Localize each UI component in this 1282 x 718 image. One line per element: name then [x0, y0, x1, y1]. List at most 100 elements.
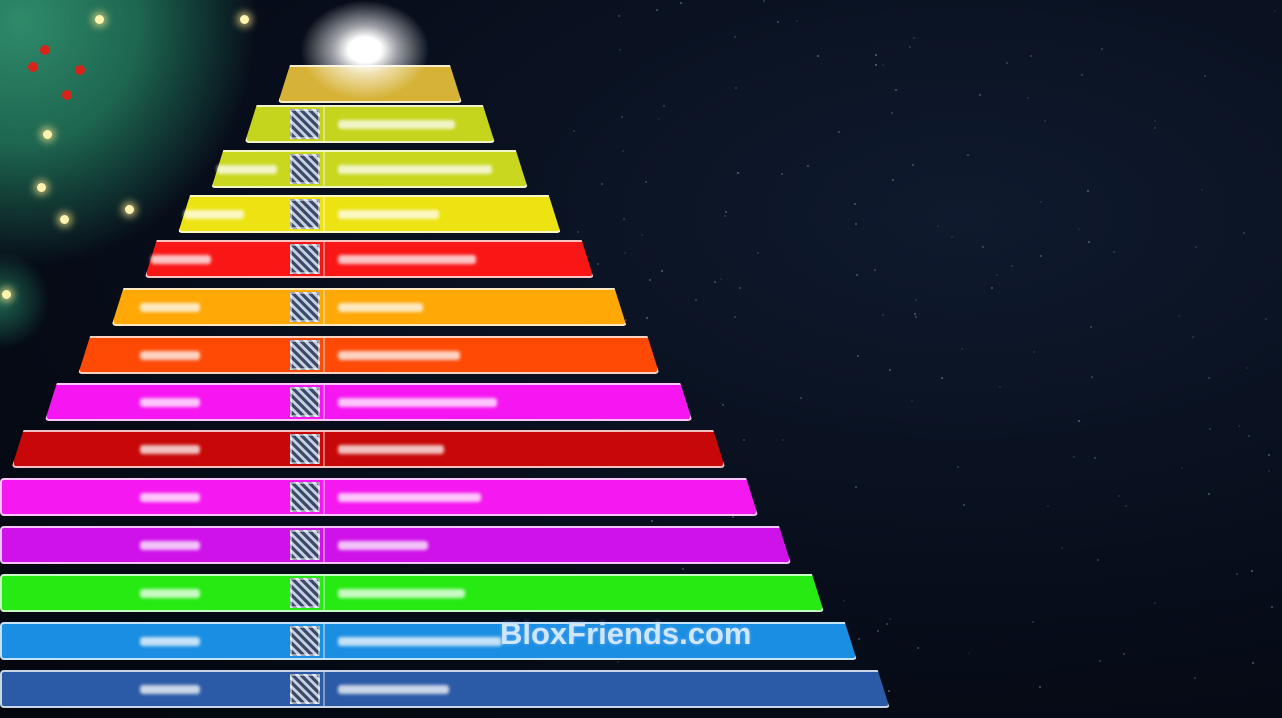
star-dot	[739, 287, 742, 290]
tier-item-icon	[289, 199, 320, 229]
tier-divider	[322, 152, 325, 186]
star-dot	[1203, 74, 1206, 77]
star-dot	[978, 94, 981, 97]
tier-item-icon	[290, 530, 320, 560]
star-dot	[1077, 420, 1080, 423]
star-dot	[1208, 427, 1211, 430]
star-dot	[1153, 602, 1156, 605]
star-dot	[967, 153, 970, 156]
star-dot	[734, 316, 737, 319]
star-dot	[625, 319, 628, 322]
tier-description-illegible	[338, 541, 428, 550]
tier-divider	[322, 338, 325, 372]
tier-item-icon	[290, 626, 320, 656]
star-dot	[657, 117, 660, 120]
star-dot	[1153, 120, 1156, 123]
star-dot	[713, 280, 716, 283]
tier-row	[0, 670, 890, 708]
star-dot	[719, 278, 722, 281]
star-dot	[616, 661, 619, 664]
tier-label-illegible	[140, 541, 200, 550]
fairy-light	[240, 15, 249, 24]
star-dot	[1061, 546, 1064, 549]
star-dot	[940, 377, 943, 380]
star-dot	[1040, 255, 1043, 258]
star-dot	[982, 246, 985, 249]
star-dot	[1124, 505, 1127, 508]
tier-description-illegible	[337, 255, 476, 264]
star-dot	[640, 234, 643, 237]
star-dot	[1236, 573, 1239, 576]
tier-label-illegible	[139, 398, 200, 407]
star-dot	[892, 179, 895, 182]
star-dot	[623, 251, 626, 254]
star-dot	[1238, 425, 1241, 428]
tier-item-icon	[289, 434, 320, 464]
tier-label-illegible	[140, 637, 200, 646]
star-dot	[856, 273, 859, 276]
star-dot	[572, 130, 575, 133]
star-dot	[991, 286, 994, 289]
star-dot	[655, 9, 658, 12]
star-dot	[619, 48, 622, 51]
tier-label-illegible	[140, 685, 200, 694]
tier-item-icon	[290, 482, 320, 512]
star-dot	[1195, 245, 1198, 248]
star-dot	[1200, 188, 1203, 191]
watermark: BloxFriends.com	[500, 616, 752, 651]
tier-divider	[323, 480, 325, 514]
star-dot	[890, 111, 893, 114]
star-dot	[887, 690, 890, 693]
tier-divider	[323, 290, 325, 324]
tier-label-illegible	[139, 445, 200, 454]
tier-divider	[322, 385, 325, 419]
star-dot	[1006, 61, 1009, 64]
star-dot	[854, 486, 857, 489]
star-dot	[858, 638, 861, 641]
star-dot	[780, 173, 783, 176]
tier-divider	[322, 107, 325, 141]
star-dot	[648, 278, 651, 281]
star-dot	[854, 223, 857, 226]
tier-divider	[323, 528, 325, 562]
pine-branch-decoration	[0, 250, 50, 350]
star-dot	[875, 63, 878, 66]
star-dot	[1242, 232, 1245, 234]
tier-row	[0, 478, 759, 516]
star-dot	[1099, 660, 1101, 663]
star-dot	[914, 313, 917, 316]
star-dot	[967, 652, 970, 655]
tier-description-illegible	[338, 589, 465, 598]
star-dot	[796, 19, 799, 22]
star-dot	[886, 622, 889, 625]
berry-decoration	[28, 62, 38, 72]
star-dot	[914, 299, 917, 302]
star-dot	[1010, 264, 1013, 267]
star-dot	[1177, 315, 1180, 318]
tier-divider	[322, 242, 325, 276]
star-dot	[999, 385, 1002, 388]
tier-row	[211, 150, 528, 188]
star-dot	[1181, 467, 1184, 470]
berry-decoration	[40, 45, 50, 55]
star-dot	[951, 235, 954, 238]
star-dot	[650, 520, 653, 523]
star-dot	[1207, 377, 1210, 380]
tier-description-illegible	[337, 351, 460, 360]
star-dot	[620, 116, 623, 119]
tier-divider	[322, 432, 325, 466]
star-dot	[1090, 325, 1093, 328]
tier-item-icon	[289, 244, 320, 274]
star-dot	[1112, 251, 1115, 254]
star-dot	[877, 630, 880, 633]
star-dot	[806, 165, 809, 168]
star-dot	[661, 269, 664, 272]
tier-label-illegible	[140, 589, 200, 598]
star-dot	[1273, 10, 1276, 13]
star-dot	[681, 568, 684, 571]
tier-row	[0, 622, 857, 660]
tier-label-illegible	[140, 493, 200, 502]
star-dot	[1247, 434, 1250, 437]
tier-description-illegible	[338, 637, 502, 646]
